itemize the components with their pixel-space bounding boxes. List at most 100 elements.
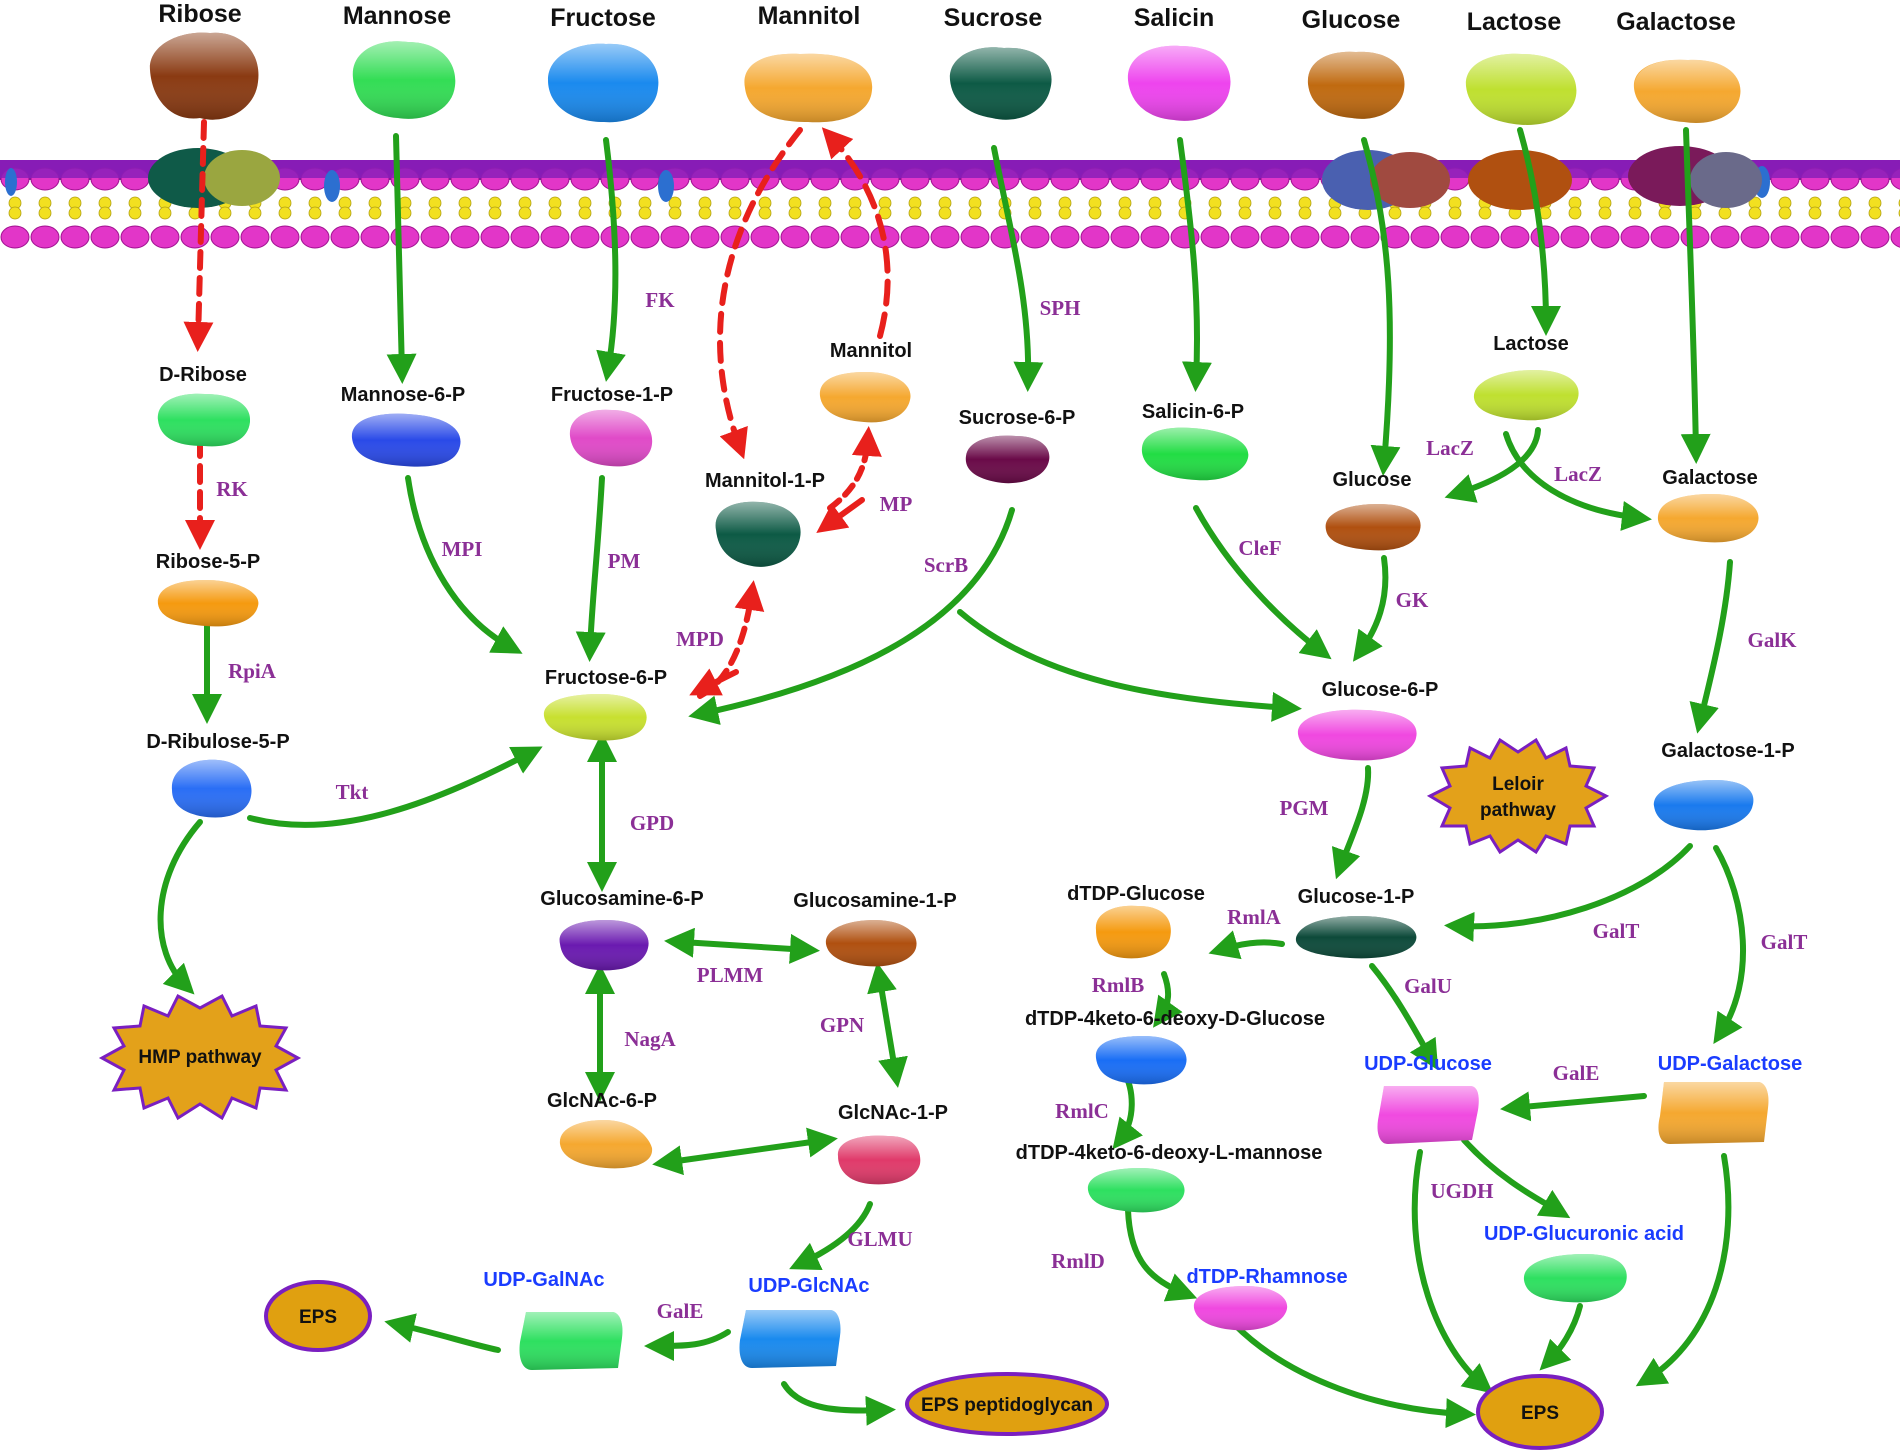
leloir-pathway-star: Leloir pathway <box>1426 737 1610 855</box>
arrow-rmlb <box>1153 971 1183 1028</box>
svg-text:Ribose-5-P: Ribose-5-P <box>156 551 260 573</box>
node-udp-galnac: UDP-GalNAc <box>483 1269 623 1370</box>
arrow-lacz-galactose <box>1503 431 1652 531</box>
arrow-gale-left <box>644 1329 731 1361</box>
svg-text:dTDP-Glucose: dTDP-Glucose <box>1067 883 1205 905</box>
sugar-galactose: Galactose <box>1616 8 1741 123</box>
arrow-mp <box>827 426 882 511</box>
svg-text:D-Ribulose-5-P: D-Ribulose-5-P <box>146 731 289 753</box>
svg-text:Lactose: Lactose <box>1493 333 1569 355</box>
reaction-arrows <box>157 119 1746 1429</box>
arrow-plmm <box>664 927 820 964</box>
sugar-sucrose-label: Sucrose <box>944 4 1043 32</box>
arrow-lactose-import <box>1517 127 1561 336</box>
hmp-pathway-star: HMP pathway <box>98 993 302 1121</box>
hmp-pathway-label: HMP pathway <box>138 1047 262 1068</box>
arrow-tkt <box>247 746 543 828</box>
arrow-mannose-import <box>386 133 417 384</box>
sugar-mannose: Mannose <box>343 2 456 119</box>
arrow-glcnac6p-1p <box>652 1127 838 1176</box>
arrow-lacz-glucose <box>1444 427 1541 503</box>
node-fructose-1p: Fructose-1-P <box>551 384 673 467</box>
node-galactose-inside: Galactose <box>1657 467 1759 543</box>
node-salicin-6p: Salicin-6-P <box>1142 401 1249 481</box>
enzyme-galk: GalK <box>1747 628 1797 652</box>
enzyme-mpd: MPD <box>676 627 724 651</box>
node-lactose-inside: Lactose <box>1473 333 1579 421</box>
enzyme-mpi: MPI <box>442 537 483 561</box>
svg-text:Glucosamine-6-P: Glucosamine-6-P <box>540 888 703 910</box>
svg-text:GlcNAc-1-P: GlcNAc-1-P <box>838 1102 948 1124</box>
svg-text:GlcNAc-6-P: GlcNAc-6-P <box>547 1090 657 1112</box>
arrow-rhamnose-eps <box>1231 1321 1476 1429</box>
sugar-mannitol: Mannitol <box>744 2 873 123</box>
arrow-mannitol-import <box>717 127 803 460</box>
svg-text:Glucose-1-P: Glucose-1-P <box>1298 886 1415 908</box>
arrow-udpgalnac-eps <box>384 1313 501 1353</box>
sugar-fructose-label: Fructose <box>550 4 656 32</box>
arrow-glucose-import <box>1361 137 1401 476</box>
arrow-mpi <box>405 475 523 654</box>
leloir-pathway-label-1: Leloir <box>1492 774 1544 795</box>
node-ribose-5p: Ribose-5-P <box>156 551 260 627</box>
svg-text:UDP-GalNAc: UDP-GalNAc <box>483 1269 604 1291</box>
svg-text:Glucose: Glucose <box>1333 469 1412 491</box>
node-glcnac-1p: GlcNAc-1-P <box>837 1102 948 1185</box>
node-dtdp-4keto-d-glucose: dTDP-4keto-6-deoxy-D-Glucose <box>1025 1008 1325 1085</box>
sugar-ribose-label: Ribose <box>158 0 241 28</box>
arrow-fructose-import <box>596 137 626 382</box>
sugar-lactose: Lactose <box>1465 8 1577 125</box>
enzyme-pgm: PGM <box>1280 796 1329 820</box>
enzyme-rpia: RpiA <box>228 659 277 683</box>
arrow-to-hmp <box>157 819 203 995</box>
arrow-ugdh <box>1461 1137 1571 1219</box>
enzyme-rk: RK <box>216 477 248 501</box>
arrow-rmld <box>1125 1207 1198 1302</box>
sugar-ribose: Ribose <box>149 0 259 120</box>
sugar-sucrose: Sucrose <box>944 4 1052 120</box>
arrow-scrb-fructose <box>688 507 1015 725</box>
enzyme-rmlc: RmlC <box>1055 1099 1109 1123</box>
svg-text:dTDP-4keto-6-deoxy-D-Glucose: dTDP-4keto-6-deoxy-D-Glucose <box>1025 1008 1325 1030</box>
arrow-pm <box>575 475 606 662</box>
enzyme-rmlb: RmlB <box>1092 973 1145 997</box>
arrow-mannitol-export <box>821 127 891 339</box>
svg-text:EPS: EPS <box>1521 1403 1559 1424</box>
enzyme-gale-right: GalE <box>1553 1061 1600 1085</box>
enzyme-labels: RK RpiA Tkt MPI FK PM MPD MP SPH ScrB Cl… <box>216 288 1807 1323</box>
arrow-udpglcnac-peptidoglycan <box>781 1381 896 1426</box>
arrow-scrb-glucose <box>957 609 1302 722</box>
eps-peptidoglycan: EPS peptidoglycan <box>905 1372 1109 1436</box>
sugar-mannitol-label: Mannitol <box>758 2 861 30</box>
enzyme-glmu: GLMU <box>847 1227 912 1251</box>
svg-text:Glucosamine-1-P: Glucosamine-1-P <box>793 890 956 912</box>
enzyme-galt-right: GalT <box>1761 930 1808 954</box>
enzyme-lacz-right: LacZ <box>1554 462 1602 486</box>
node-glcnac-6p: GlcNAc-6-P <box>547 1090 657 1169</box>
enzyme-plmm: PLMM <box>697 963 764 987</box>
node-galactose-1p: Galactose-1-P <box>1653 740 1795 831</box>
arrow-udpglucuronic-eps <box>1539 1303 1583 1371</box>
svg-text:dTDP-Rhamnose: dTDP-Rhamnose <box>1186 1266 1347 1288</box>
arrow-galactose-import <box>1680 127 1711 464</box>
node-mannose-6p: Mannose-6-P <box>341 384 465 467</box>
svg-text:EPS peptidoglycan: EPS peptidoglycan <box>921 1395 1093 1416</box>
leloir-pathway-label-2: pathway <box>1480 800 1556 821</box>
arrow-salicin-import <box>1177 137 1212 392</box>
node-glucosamine-1p: Glucosamine-1-P <box>793 890 957 967</box>
enzyme-gk: GK <box>1396 588 1429 612</box>
sugar-galactose-label: Galactose <box>1616 8 1736 36</box>
node-udp-glucose: UDP-Glucose <box>1364 1053 1492 1144</box>
sugar-fructose: Fructose <box>548 4 659 123</box>
svg-text:Fructose-1-P: Fructose-1-P <box>551 384 673 406</box>
enzyme-naga: NagA <box>624 1027 676 1051</box>
node-glucose-6p: Glucose-6-P <box>1297 679 1438 761</box>
galactose-transporter <box>1628 146 1762 208</box>
enzyme-ugdh: UGDH <box>1431 1179 1494 1203</box>
sugar-salicin: Salicin <box>1127 4 1231 121</box>
svg-text:Salicin-6-P: Salicin-6-P <box>1142 401 1244 423</box>
enzyme-scrb: ScrB <box>924 553 968 577</box>
enzyme-lacz-left: LacZ <box>1426 436 1474 460</box>
enzyme-fk: FK <box>645 288 675 312</box>
